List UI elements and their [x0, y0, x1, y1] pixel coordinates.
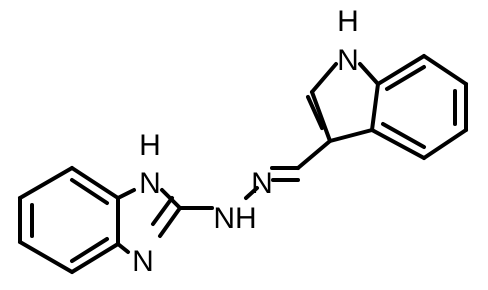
imidazole-nh-n-label: N: [139, 167, 161, 200]
imidazole-n-label: N: [132, 245, 154, 278]
bond: [158, 206, 182, 238]
hydrazine-nh-label: NH: [213, 202, 256, 235]
bond: [328, 128, 374, 143]
bond: [376, 54, 426, 86]
bond: [116, 188, 136, 200]
imidazole-nh-h-label: H: [139, 129, 161, 162]
atom-labels: H N H N N NH N: [132, 5, 359, 278]
bond-inner: [70, 237, 109, 263]
indole-nh-label: H: [337, 5, 359, 38]
bond-lines: [18, 54, 468, 274]
bond: [310, 90, 332, 143]
bond: [422, 54, 468, 86]
bond-inner: [151, 196, 174, 226]
indole-n-label: N: [337, 44, 359, 77]
imine-n-label: N: [251, 167, 273, 200]
bond: [370, 128, 426, 160]
bond: [70, 166, 120, 200]
bond-inner: [306, 95, 324, 130]
bond: [358, 62, 380, 86]
bond: [310, 62, 338, 94]
bond-inner: [385, 65, 426, 91]
bond-inner: [70, 178, 109, 205]
bond: [296, 139, 332, 170]
bond: [70, 242, 120, 274]
bond: [244, 186, 259, 200]
bond: [18, 240, 74, 274]
bond: [422, 128, 468, 160]
bond: [116, 242, 130, 254]
bond: [370, 82, 380, 132]
bond: [18, 166, 74, 200]
bond-inner: [381, 122, 426, 149]
